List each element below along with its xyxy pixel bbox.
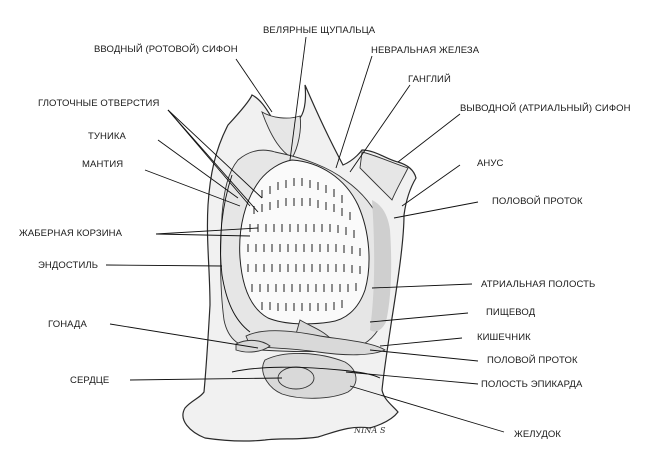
leader-stomach xyxy=(349,385,505,433)
atrial-siphon-opening xyxy=(359,151,409,201)
leader-atrial-siphon xyxy=(397,113,461,163)
leader-neural-gland xyxy=(335,55,373,169)
leader-branchial-basket-a xyxy=(155,227,259,235)
leader-epicardial-cavity xyxy=(345,371,479,385)
label-pharyngeal-slits: ГЛОТОЧНЫЕ ОТВЕРСТИЯ xyxy=(38,98,159,109)
pharyngeal-slit-pattern xyxy=(247,178,361,311)
leader-endostyle xyxy=(105,264,223,267)
leader-branchial-basket-b xyxy=(155,233,251,237)
label-stomach: ЖЕЛУДОК xyxy=(514,429,561,440)
label-tunic: ТУНИКА xyxy=(88,131,127,142)
leader-pharyngeal-slit-c xyxy=(167,109,251,207)
leader-velar-tentacles xyxy=(289,36,307,161)
leader-atrial-cavity xyxy=(371,283,473,289)
label-epicardial-cavity: ПОЛОСТЬ ЭПИКАРДА xyxy=(481,379,583,390)
leader-genital-duct-lower xyxy=(369,349,479,362)
label-branchial-basket: ЖАБЕРНАЯ КОРЗИНА xyxy=(19,228,123,239)
atrial-cavity-region xyxy=(370,200,392,332)
leader-intestine xyxy=(379,337,463,347)
leader-genital-duct-upper xyxy=(393,201,479,219)
intestine-loop xyxy=(245,330,386,356)
oral-siphon-opening xyxy=(261,110,301,159)
leader-tunic xyxy=(157,139,239,199)
label-esophagus: ПИЩЕВОД xyxy=(486,307,536,318)
label-genital-duct-lower: ПОЛОВОЙ ПРОТОК xyxy=(487,354,578,366)
leader-oral-siphon xyxy=(235,58,273,113)
label-endostyle: ЭНДОСТИЛЬ xyxy=(38,260,98,271)
leader-lines xyxy=(105,36,505,433)
leader-esophagus xyxy=(369,312,469,323)
diagram-labels: ВЕЛЯРНЫЕ ЩУПАЛЬЦА ВВОДНЫЙ (РОТОВОЙ) СИФО… xyxy=(19,25,631,440)
label-gonad: ГОНАДА xyxy=(48,319,87,330)
label-velar-tentacles: ВЕЛЯРНЫЕ ЩУПАЛЬЦА xyxy=(263,25,376,36)
label-anus: АНУС xyxy=(477,158,504,169)
label-mantle: МАНТИЯ xyxy=(82,159,123,170)
gonad-shape xyxy=(235,339,271,353)
leader-ganglion xyxy=(349,84,411,173)
label-neural-gland: НЕВРАЛЬНАЯ ЖЕЛЕЗА xyxy=(371,45,480,56)
leader-heart xyxy=(129,377,283,381)
leader-gonad xyxy=(109,323,259,349)
leader-anus xyxy=(401,164,461,207)
label-oral-siphon: ВВОДНЫЙ (РОТОВОЙ) СИФОН xyxy=(94,43,238,55)
ascidian-illustration: NINA S xyxy=(182,84,417,442)
label-ganglion: ГАНГЛИЙ xyxy=(408,73,451,85)
label-atrial-siphon: ВЫВОДНОЙ (АТРИАЛЬНЫЙ) СИФОН xyxy=(460,102,631,114)
label-genital-duct-upper: ПОЛОВОЙ ПРОТОК xyxy=(492,195,583,207)
artist-signature: NINA S xyxy=(353,426,386,435)
leader-pharyngeal-slit-a xyxy=(167,109,263,199)
leader-mantle xyxy=(144,169,241,207)
heart-shape xyxy=(277,366,315,390)
label-atrial-cavity: АТРИАЛЬНАЯ ПОЛОСТЬ xyxy=(481,279,595,290)
label-heart: СЕРДЦЕ xyxy=(70,375,109,386)
label-intestine: КИШЕЧНИК xyxy=(477,332,531,343)
